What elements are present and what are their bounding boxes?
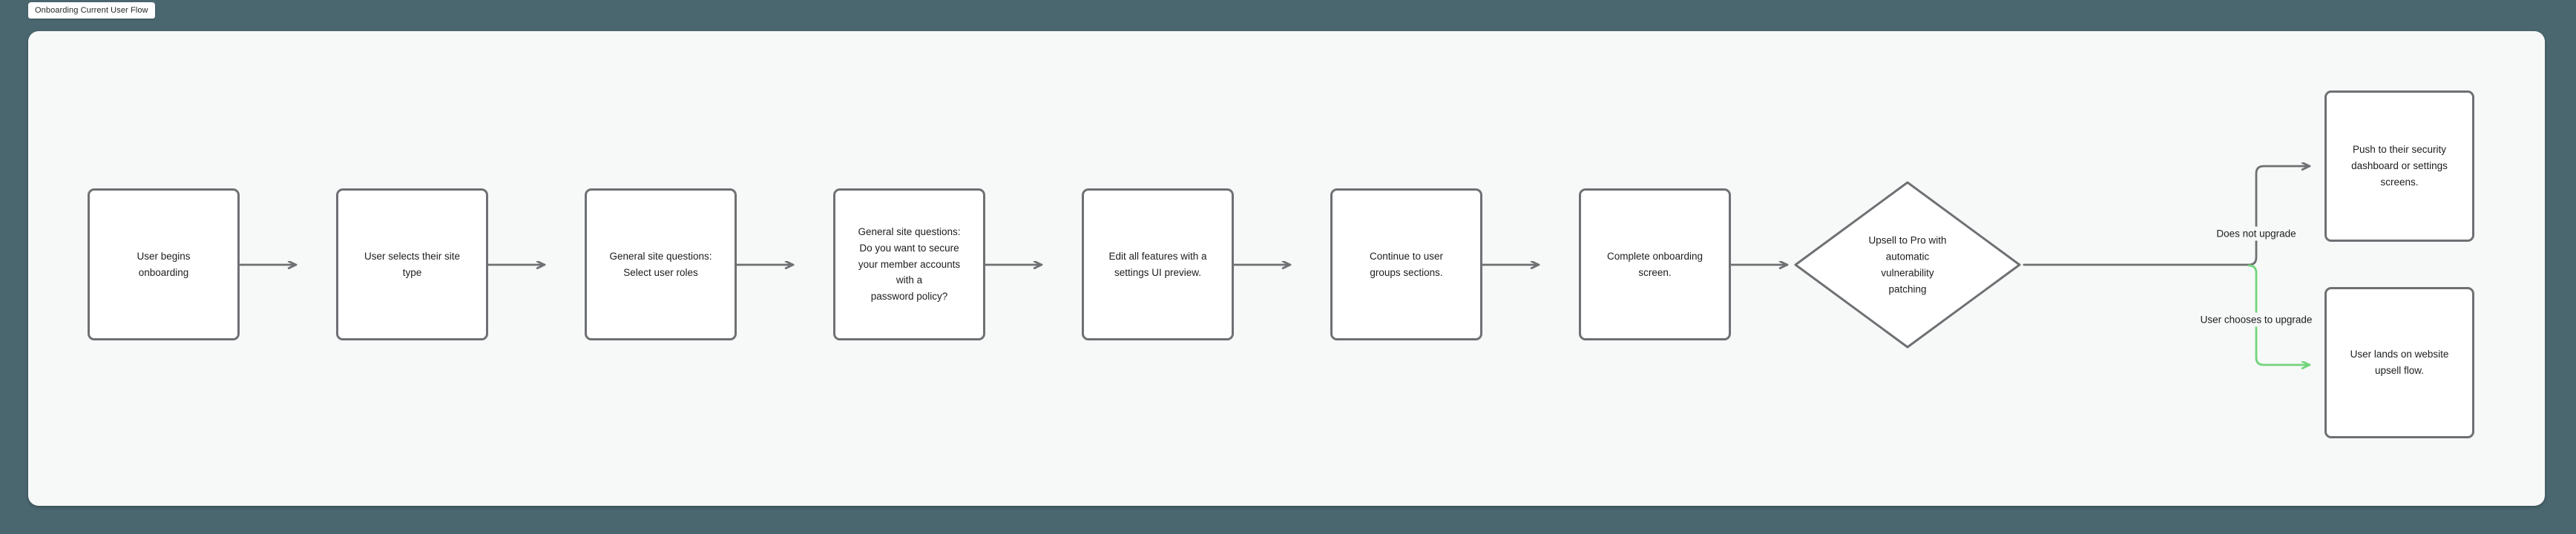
node-complete-onboarding-screen[interactable]: Complete onboarding screen. bbox=[1579, 188, 1731, 340]
node-settings-ui-preview[interactable]: Edit all features with a settings UI pre… bbox=[1082, 188, 1234, 340]
edge-diamond-n9 bbox=[2247, 264, 2311, 365]
node-label: Edit all features with a settings UI pre… bbox=[1108, 250, 1207, 278]
diagram-canvas[interactable]: User begins onboarding User selects thei… bbox=[28, 31, 2545, 506]
node-user-begins-onboarding[interactable]: User begins onboarding bbox=[88, 188, 240, 340]
node-website-upsell-flow[interactable]: User lands on website upsell flow. bbox=[2324, 287, 2474, 438]
diamond-shape bbox=[1794, 181, 2021, 349]
node-label: User selects their site type bbox=[364, 250, 461, 278]
tab-strip: Onboarding Current User Flow bbox=[0, 0, 2576, 25]
node-label: Complete onboarding screen. bbox=[1606, 250, 1703, 278]
edge-diamond-n8 bbox=[2023, 166, 2311, 266]
edges-layer bbox=[237, 31, 2311, 506]
node-user-groups-sections[interactable]: Continue to user groups sections. bbox=[1330, 188, 1482, 340]
node-push-security-dashboard[interactable]: Push to their security dashboard or sett… bbox=[2324, 90, 2474, 242]
node-label: General site questions: Do you want to s… bbox=[858, 225, 961, 303]
node-label: User begins onboarding bbox=[137, 250, 191, 278]
node-select-user-roles[interactable]: General site questions: Select user role… bbox=[585, 188, 737, 340]
tab-label: Onboarding Current User Flow bbox=[35, 6, 148, 15]
edge-label-user-chooses-to-upgrade: User chooses to upgrade bbox=[2195, 312, 2317, 327]
node-label: User lands on website upsell flow. bbox=[2350, 349, 2449, 376]
node-user-selects-site-type[interactable]: User selects their site type bbox=[336, 188, 488, 340]
node-password-policy-question[interactable]: General site questions: Do you want to s… bbox=[833, 188, 985, 340]
node-label: General site questions: Select user role… bbox=[609, 250, 712, 278]
decision-upsell-to-pro[interactable]: Upsell to Pro with automatic vulnerabili… bbox=[1791, 178, 2024, 352]
edge-label-does-not-upgrade: Does not upgrade bbox=[2212, 226, 2301, 241]
node-label: Continue to user groups sections. bbox=[1369, 250, 1444, 278]
tab-onboarding-current-user-flow[interactable]: Onboarding Current User Flow bbox=[28, 2, 155, 19]
node-label: Push to their security dashboard or sett… bbox=[2351, 144, 2448, 188]
